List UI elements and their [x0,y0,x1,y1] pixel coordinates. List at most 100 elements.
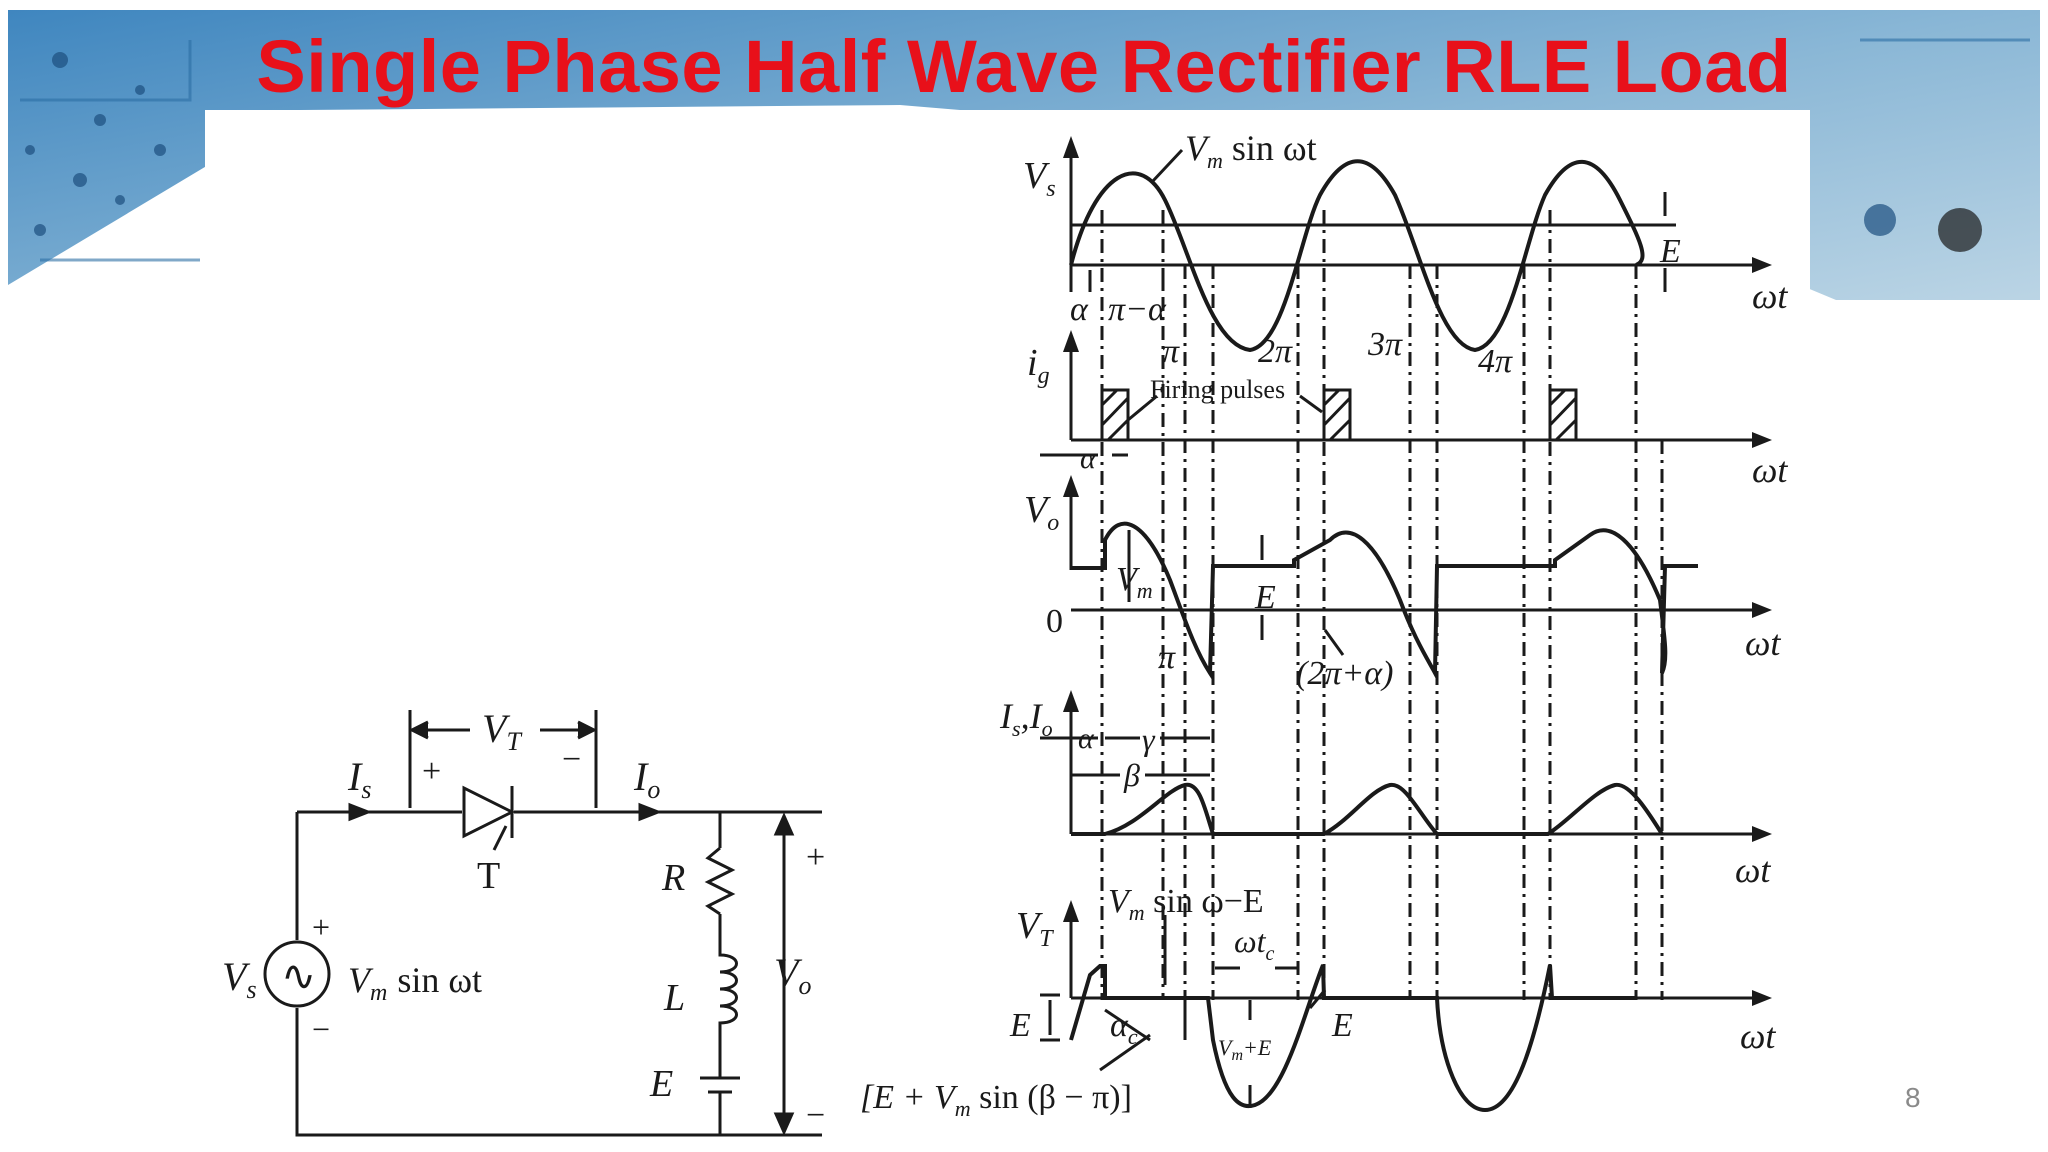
io-omega-t: ωt [1735,850,1771,890]
vs-three-pi: 3π [1367,326,1403,363]
vs-pi-minus-alpha: π−α [1108,291,1167,328]
vt-omega-t: ωt [1740,1016,1776,1056]
vo-waveform [1071,521,1698,681]
vs-expr-pointer [1150,148,1184,184]
firing-pulse-hatch [1100,388,1578,442]
source-glyph: ∿ [281,954,316,1000]
vt-arrowhead-left [408,720,429,740]
output-plus: + [806,839,825,876]
ig-omega-t: ωt [1752,450,1788,490]
inductor-symbol [718,914,738,1070]
io-alpha-label: α [1078,722,1095,755]
resistor-label: R [661,857,685,899]
ig-axis-label: ig [1027,342,1050,389]
vt-e-right: E [1331,1007,1353,1044]
circuit-vo-label: Vo [774,950,811,1000]
bottom-expr-pointer [1099,1033,1151,1072]
io-waveform [1071,782,1664,836]
battery-symbol [700,1070,740,1095]
vt-axis-label: VT [1016,905,1054,952]
circuit-vt-label: VT [482,706,522,756]
page-number: 8 [1905,1082,1921,1113]
io-beta-label: β [1123,757,1140,793]
firing-pointer-1 [1127,394,1158,422]
vo-zero: 0 [1046,603,1063,640]
vs-expression: Vm sin ωt [1185,128,1317,173]
waveform-traces [1069,159,1698,1113]
circuit-vt-minus: − [562,741,581,778]
io-y-arrowhead [1063,690,1079,712]
firing-pointer-2 [1299,394,1323,414]
circuit-wire-top-right [514,810,722,848]
waveform-axes [1069,140,1758,1000]
vs-two-pi: 2π [1258,333,1293,370]
circuit-board-banner [8,10,2040,300]
io-gamma-label: γ [1142,721,1156,757]
axis-arrowheads [1063,136,1772,1006]
source-plus: + [312,909,330,945]
vt-arrowhead-right [577,720,598,740]
vt-vm-plus-e: Vm+E [1218,1035,1272,1064]
annotation-arrows [1040,148,1667,1108]
firing-pulses-label: Firing pulses [1150,375,1285,404]
io-arrow [638,802,663,822]
vt-alpha-c: αc [1110,1007,1138,1049]
slide-title: Single Phase Half Wave Rectifier RLE Loa… [256,25,1792,108]
thyristor-symbol [462,785,516,839]
vs-y-arrowhead [1063,136,1079,158]
vt-omega-tc: ωtc [1234,923,1274,965]
vo-arrowhead-top [773,812,795,836]
ig-y-arrowhead [1063,330,1079,352]
ig-x-arrowhead [1752,432,1772,448]
vs-pi: π [1162,333,1180,370]
thyristor-gate [492,825,508,851]
vo-e-label: E [1254,579,1276,616]
vs-e-label: E [1659,233,1681,270]
circuit-vs-label: Vs [222,954,257,1004]
two-pi-alpha-pointer [1323,629,1345,656]
vt-right-e-pointer [1308,989,1327,1009]
output-minus: − [806,1097,825,1134]
circuit-vt-plus: + [422,753,441,790]
vo-axis-label: Vo [1024,489,1059,536]
io-x-arrowhead [1752,826,1772,842]
vs-omega-t: ωt [1752,276,1788,316]
timing-guides [1100,210,1664,1040]
is-arrow [348,802,373,822]
ac-source-symbol [263,940,331,1008]
vt-x-arrowhead [1752,990,1772,1006]
vo-vm-label: Vm [1116,561,1153,603]
vs-sine-wave [1069,159,1645,353]
thyristor-label: T [477,855,500,897]
vo-y-arrowhead [1063,475,1079,497]
circuit-wire-left-bottom [295,1008,722,1137]
firing-pulses [1100,388,1578,442]
vo-pi: π [1158,639,1176,676]
vo-two-pi-alpha: (2π+α) [1296,655,1393,692]
vt-waveform [1069,964,1636,1113]
vt-span-markers [408,710,598,808]
vs-four-pi: 4π [1478,343,1513,380]
vt-e-left: E [1009,1007,1031,1044]
circuit-diagram [263,710,822,1137]
resistor-symbol [704,846,736,916]
vo-arrowhead-bottom [773,1112,795,1136]
vo-omega-t: ωt [1745,623,1781,663]
e-vt-bracket [1040,993,1060,1042]
circuit-is-label: Is [347,754,371,804]
source-minus: − [312,1011,330,1047]
alpha-c-pointer [1104,1008,1151,1042]
vt-bottom-expression: [E + Vm sin (β − π)] [860,1079,1132,1121]
vs-axis-label: Vs [1023,155,1056,202]
vt-expression: Vm sin ω−E [1108,883,1264,925]
vs-x-arrowhead [1752,257,1772,273]
vt-y-arrowhead [1063,900,1079,922]
vs-alpha-label: α [1070,291,1089,328]
ig-alpha-label: α [1080,442,1097,475]
inductor-label: L [663,977,685,1019]
circuit-io-label: Io [633,754,660,804]
battery-label: E [649,1063,673,1105]
vo-x-arrowhead [1752,602,1772,618]
